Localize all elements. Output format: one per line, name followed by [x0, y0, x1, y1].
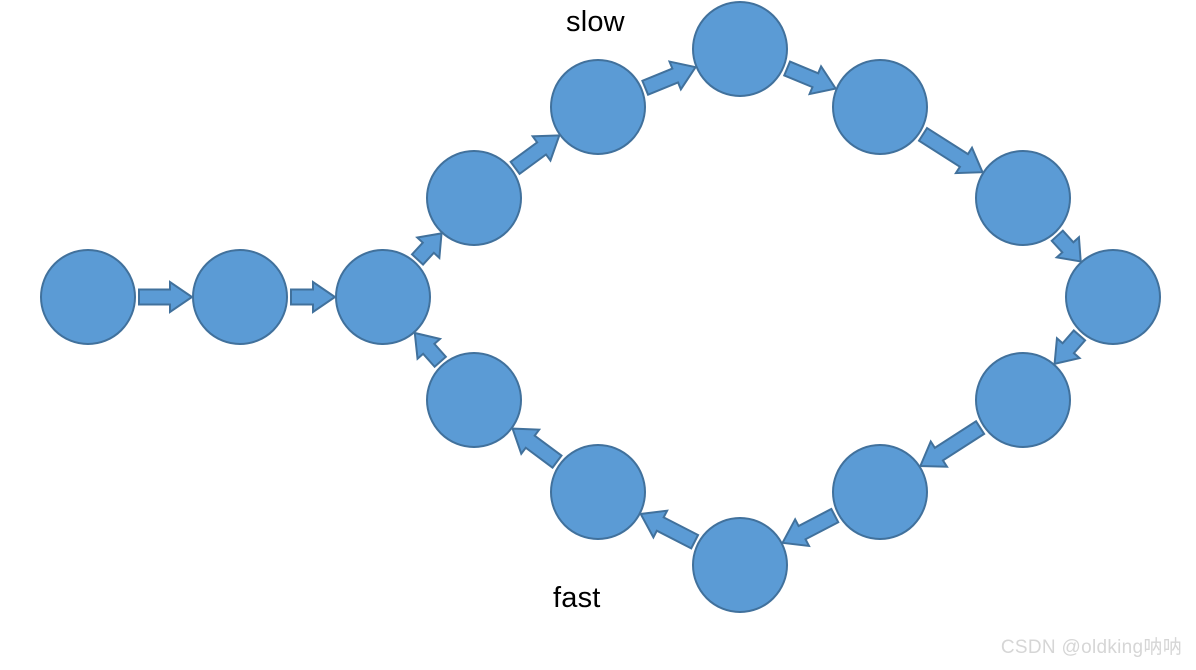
cycle-node-right: [1065, 249, 1161, 345]
arrow-n7-n8: [917, 126, 985, 175]
cycle-node-upper-3: [832, 59, 928, 155]
arrow-n13-n14: [511, 427, 563, 470]
cycle-node-lower-2: [550, 444, 646, 540]
cycle-node-upper-1: [426, 150, 522, 246]
arrow-n8-n9: [1050, 229, 1082, 263]
tail-node-2: [192, 249, 288, 345]
arrow-n4-n5: [509, 134, 561, 176]
nodes-layer: [40, 1, 1161, 613]
arrow-n9-n10: [1053, 329, 1087, 366]
arrow-n1-n2: [138, 280, 194, 314]
slow-pointer-label: slow: [566, 6, 625, 38]
cycle-node-lower-3: [832, 444, 928, 540]
arrows-layer: [138, 60, 1087, 550]
watermark-text: CSDN @oldking呐呐: [1000, 637, 1182, 658]
arrow-n12-n13: [639, 509, 700, 550]
cycle-node-upper-4: [975, 150, 1071, 246]
fast-pointer-label: fast: [553, 582, 601, 614]
cycle-junction-node: [335, 249, 431, 345]
arrow-n5-n6: [641, 60, 698, 96]
cycle-node-bottom: [692, 517, 788, 613]
arrow-n2-n3: [290, 280, 337, 314]
cycle-node-top: [692, 1, 788, 97]
arrow-n14-n3: [413, 331, 448, 369]
arrow-n10-n11: [918, 419, 986, 468]
cycle-node-lower-1: [426, 352, 522, 448]
cycle-node-lower-4: [975, 352, 1071, 448]
tail-node-1: [40, 249, 136, 345]
arrow-n11-n12: [780, 507, 840, 548]
arrow-n3-n4: [410, 232, 443, 266]
cycle-node-upper-2: [550, 59, 646, 155]
arrow-n6-n7: [782, 60, 838, 96]
